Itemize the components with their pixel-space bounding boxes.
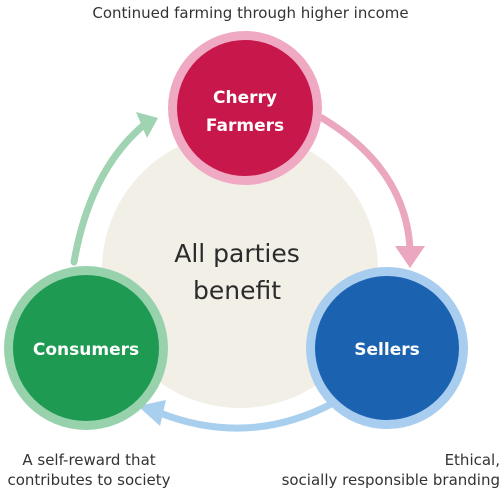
node-consumers: Consumers: [4, 266, 168, 430]
node-sellers: Sellers: [306, 267, 468, 429]
center-label-line1: All parties: [174, 239, 300, 268]
consumers-label: Consumers: [33, 340, 139, 360]
sellers-caption-line1: Ethical,: [444, 451, 500, 469]
arrow-consumers-to-farmers: [70, 112, 158, 266]
consumers-caption-line2: contributes to society: [7, 471, 171, 489]
consumers-caption-line1: A self-reward that: [22, 451, 156, 469]
cherry-farmers-label-line2: Farmers: [206, 116, 284, 136]
center-label-line2: benefit: [193, 276, 281, 305]
sellers-caption-line2: socially responsible branding: [281, 471, 500, 489]
sellers-caption: Ethical, socially responsible branding: [270, 450, 500, 490]
consumers-caption: A self-reward that contributes to societ…: [4, 450, 174, 490]
arrow-farmers-to-sellers: [318, 114, 425, 268]
sellers-label: Sellers: [354, 340, 419, 360]
cherry-farmers-label-line1: Cherry: [213, 88, 277, 108]
node-cherry-farmers: Cherry Farmers: [168, 31, 322, 185]
cherry-farmers-caption: Continued farming through higher income: [92, 4, 409, 22]
arrow-sellers-to-consumers: [138, 398, 339, 432]
